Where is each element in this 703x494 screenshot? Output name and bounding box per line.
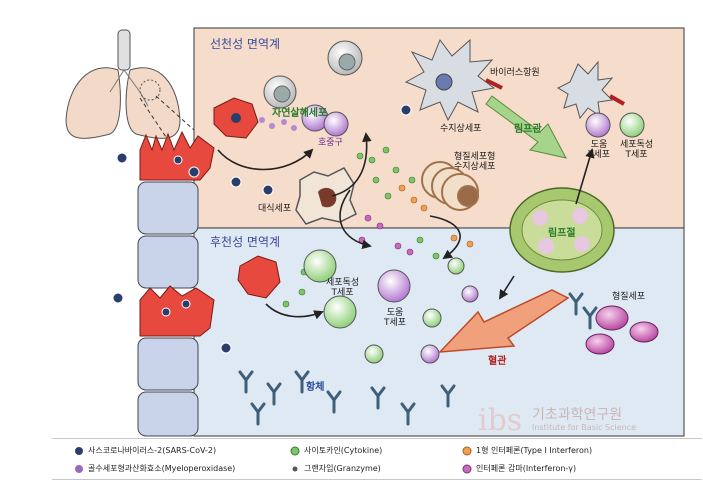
label-macrophage: 대식세포: [258, 204, 292, 214]
lungs-icon: [65, 29, 181, 139]
arrow-1: [217, 148, 314, 171]
cytokine-dots: [282, 146, 440, 308]
infected-target-cell-2: [237, 255, 281, 299]
plasma-cell-icon: [585, 305, 659, 355]
blood-vessel-arrow: [438, 289, 570, 353]
plasmacytoid-dc-icon: [421, 161, 479, 211]
helper-t-cell-icon: [585, 112, 611, 138]
label-viral-antigen: 바이러스항원: [490, 68, 540, 78]
cytotoxic-t-cell-small: [422, 308, 442, 328]
interferon-dots: [398, 184, 474, 248]
antibody-icons: [238, 292, 598, 426]
label-adaptive: 후천성 면역계: [210, 235, 281, 249]
cytotoxic-t-cell-lower: [323, 295, 357, 329]
legend-item-interferon: 1형 인터페론(Type I Interferon): [462, 445, 592, 456]
cytotoxic-t-cell-upper: [303, 249, 337, 283]
nk-cell-icon: [263, 40, 363, 109]
legend-item-cytokine: 사이토카인(Cytokine): [290, 445, 382, 456]
arrow-5: [265, 303, 324, 320]
cytotoxic-t-cell-small-3: [447, 257, 465, 275]
ifn-gamma-dots: [358, 214, 414, 256]
label-lymph-node: 림프절: [548, 228, 576, 239]
arrow-3: [339, 189, 372, 250]
cytotoxic-t-cell-icon: [619, 112, 645, 138]
virus-icon: [75, 446, 83, 455]
lymph-node-icon: [509, 187, 615, 273]
ibs-watermark: ibs 기초과학연구원 Institute for Basic Science: [476, 400, 676, 438]
label-blood-vessel: 혈관: [488, 356, 507, 367]
label-nk-cell: 자연살해세포: [272, 108, 328, 119]
viral-antigen-icon: [485, 78, 503, 90]
svg-text:ibs: ibs: [478, 403, 522, 438]
label-plasma-cell: 형질세포: [612, 292, 646, 302]
label-innate: 선천성 면역계: [210, 37, 281, 51]
legend-item-mpo: 골수세포형과산화효소(Myeloperoxidase): [74, 463, 235, 474]
arrow-2: [331, 132, 372, 197]
legend: 사스코로나바이러스-2(SARS-CoV-2) 사이토카인(Cytokine) …: [52, 438, 702, 480]
arrow-7: [498, 275, 515, 300]
label-lymphatic-vessel: 림프관: [514, 124, 542, 135]
legend-item-ifn-gamma: 인터페론 감마(Interferon-γ): [462, 463, 576, 474]
cytokine-icon: [290, 446, 300, 455]
watermark-sub: Institute for Basic Science: [532, 423, 637, 432]
epithelium: [137, 181, 199, 437]
label-antibody: 항체: [306, 382, 325, 393]
ibs-logo-icon: ibs: [478, 403, 522, 438]
cytotoxic-t-cell-small-2: [364, 344, 384, 364]
helper-t-cell-mid: [377, 269, 411, 303]
neutrophil-icon: [301, 104, 349, 137]
arrow-4: [429, 215, 461, 260]
lymphatic-vessel-arrow: [485, 95, 567, 159]
helper-t-cell-small: [420, 344, 440, 364]
mpo-granules: [259, 117, 297, 131]
mpo-icon: [75, 464, 83, 473]
label-dendritic-cell: 수지상세포: [440, 124, 482, 134]
granzyme-icon: [292, 466, 298, 471]
legend-item-granzyme: 그랜자임(Granzyme): [290, 463, 381, 474]
legend-item-virus: 사스코로나바이러스-2(SARS-CoV-2): [74, 445, 216, 456]
ifn-gamma-icon: [462, 464, 472, 473]
watermark-main: 기초과학연구원: [532, 407, 623, 423]
label-neutrophil: 호중구: [318, 138, 343, 148]
helper-t-cell-small-2: [461, 285, 479, 303]
interferon-icon: [462, 446, 472, 455]
arrow-6: [575, 148, 595, 205]
